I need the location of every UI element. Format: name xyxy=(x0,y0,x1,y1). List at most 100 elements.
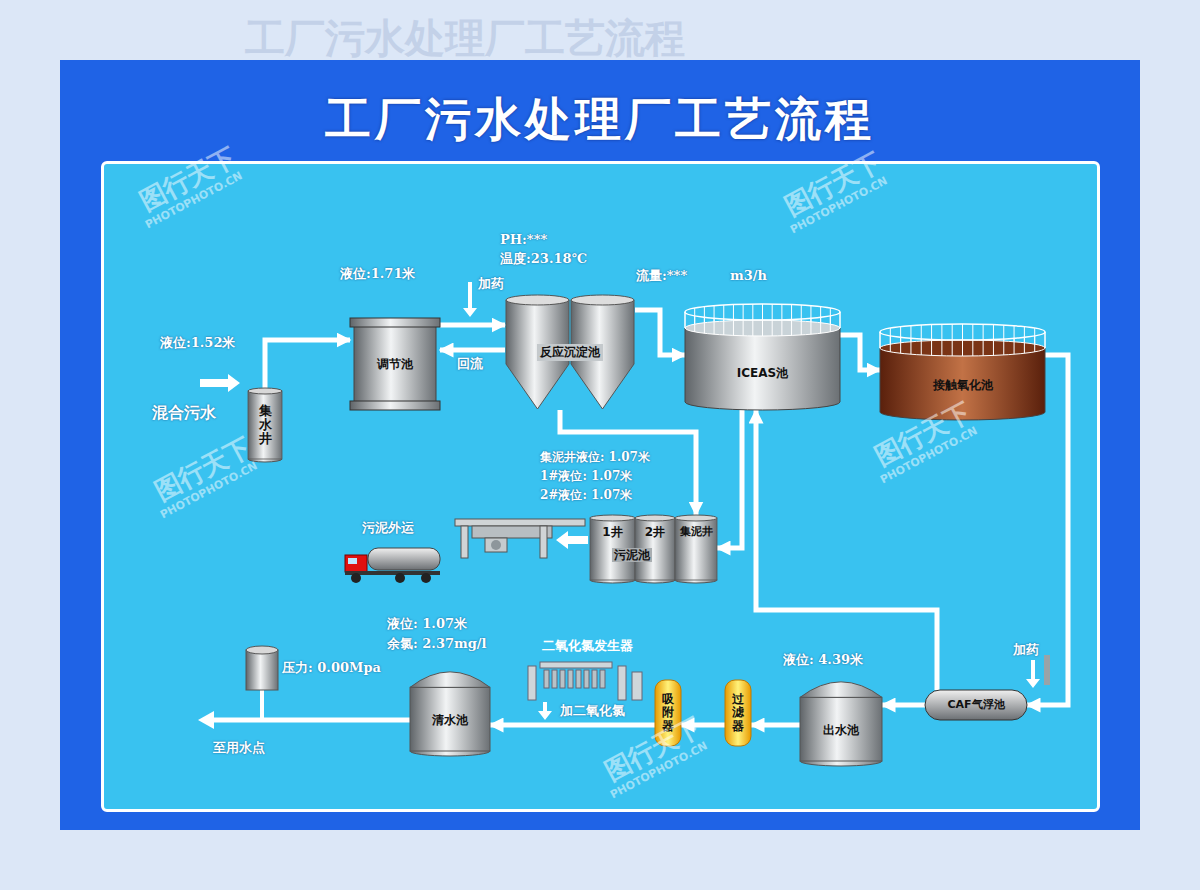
watermark: 图行天下 xyxy=(600,711,706,787)
dosing-arrow xyxy=(1026,660,1040,688)
truck-wheel xyxy=(421,573,431,583)
railing-post xyxy=(743,304,744,320)
press-leg xyxy=(540,526,547,558)
vessel xyxy=(725,680,751,746)
tank: 接触氧化池 xyxy=(880,320,1045,420)
railing-post xyxy=(694,316,695,332)
tank: 集泥井 xyxy=(675,515,717,583)
vessel xyxy=(655,680,681,746)
watermark: 图行天下 xyxy=(150,431,256,507)
truck-wheel xyxy=(395,573,405,583)
node-label: 二氧化氯发生器 xyxy=(542,638,633,654)
pipe xyxy=(882,703,925,708)
reading-label: 余氯: 2.37mg/l xyxy=(387,636,487,652)
railing-post xyxy=(801,305,802,321)
railing-post xyxy=(762,304,763,320)
press-beam xyxy=(455,519,585,526)
truck-cab xyxy=(345,555,367,572)
railing-post xyxy=(962,324,963,340)
railing-post xyxy=(791,319,792,335)
railing-post xyxy=(972,324,973,340)
label-wrap: 液位:1.52米 xyxy=(160,335,235,351)
railing-post xyxy=(1003,325,1004,341)
generator-part xyxy=(632,672,642,700)
truck-tank xyxy=(368,548,440,570)
node-label: 集水井 xyxy=(259,404,272,447)
tank-body xyxy=(635,518,675,580)
tank: 清水池 xyxy=(410,668,490,756)
railing-post xyxy=(941,324,942,340)
railing-post xyxy=(840,312,841,328)
watermark: 图行天下 xyxy=(780,146,886,222)
railing-post xyxy=(921,325,922,341)
node-label: ICEAS池 xyxy=(737,366,788,380)
railing-post xyxy=(1003,339,1004,355)
generator-fin xyxy=(552,670,557,688)
pipe xyxy=(440,323,505,328)
label-wrap: PHOTOPHOTO.CN xyxy=(158,459,260,521)
watermark: PHOTOPHOTO.CN xyxy=(878,424,980,486)
reading-label: 温度:23.18℃ xyxy=(500,251,587,267)
watermark: PHOTOPHOTO.CN xyxy=(608,739,710,801)
railing-post xyxy=(733,305,734,321)
railing-post xyxy=(781,320,782,336)
label-wrap: 液位:1.71米 xyxy=(340,266,415,282)
reading-label: 2#液位: 1.07米 xyxy=(540,488,632,502)
railing-post xyxy=(1034,336,1035,352)
railing-post xyxy=(830,316,831,332)
tank: 调节池 xyxy=(350,318,440,410)
railing-post xyxy=(952,324,953,340)
tank-shape xyxy=(685,300,840,410)
railing-post xyxy=(983,324,984,340)
truck-window xyxy=(348,558,357,564)
tank-body xyxy=(410,687,490,751)
generator-fin xyxy=(584,670,589,688)
railing-post xyxy=(762,320,763,336)
label-wrap: 加药 xyxy=(1013,642,1039,658)
railing-post xyxy=(931,339,932,355)
tank: 吸附器 xyxy=(655,680,681,746)
railing-post xyxy=(1014,338,1015,354)
pipe xyxy=(717,410,742,548)
label-wrap: 余氯: 2.37mg/l xyxy=(387,636,487,652)
label-wrap: 集泥井液位: 1.07米 xyxy=(540,450,650,464)
pipe xyxy=(840,335,880,370)
railing-post xyxy=(714,318,715,334)
label-wrap: 加药 xyxy=(478,276,504,292)
railing-post xyxy=(840,312,841,328)
press-motor xyxy=(491,540,501,550)
railing-post xyxy=(723,319,724,335)
watermark: PHOTOPHOTO.CN xyxy=(158,459,260,521)
pipe xyxy=(560,410,696,515)
reading-label: 液位: 4.39米 xyxy=(783,652,863,668)
press-leg xyxy=(461,526,468,558)
tank-pipe xyxy=(260,688,264,718)
generator-part xyxy=(540,662,612,668)
reading-label: 液位:1.52米 xyxy=(160,335,235,351)
tank-top xyxy=(685,320,840,336)
label-wrap: 混合污水 xyxy=(152,403,216,422)
node-label: 出水池 xyxy=(823,723,859,737)
generator-part xyxy=(528,666,536,700)
label-wrap: 1#液位: 1.07米 xyxy=(540,469,632,483)
inflow-arrow xyxy=(200,374,240,392)
tank-shape xyxy=(800,678,882,766)
reading-label: 加二氧化氯 xyxy=(560,703,625,719)
label-wrap: 压力: 0.00Mpa xyxy=(282,660,381,676)
generator: 二氧化氯发生器 xyxy=(520,638,655,700)
node-label: 过滤器 xyxy=(732,693,744,733)
railing xyxy=(685,304,840,320)
dosing-pipe xyxy=(1044,655,1050,685)
background-title: 工厂污水处理厂工艺流程 xyxy=(245,14,685,62)
railing xyxy=(880,324,1045,340)
tank-top xyxy=(590,515,635,521)
reading-label: 1#液位: 1.07米 xyxy=(540,469,632,483)
diagram-title: 工厂污水处理厂工艺流程 xyxy=(60,92,1140,147)
label-wrap: 加二氧化氯 xyxy=(560,703,625,719)
generator-part xyxy=(618,666,626,700)
reading-label: 液位: 1.07米 xyxy=(387,616,467,632)
railing-post xyxy=(752,304,753,320)
label-wrap: PHOTOPHOTO.CN xyxy=(788,174,890,236)
